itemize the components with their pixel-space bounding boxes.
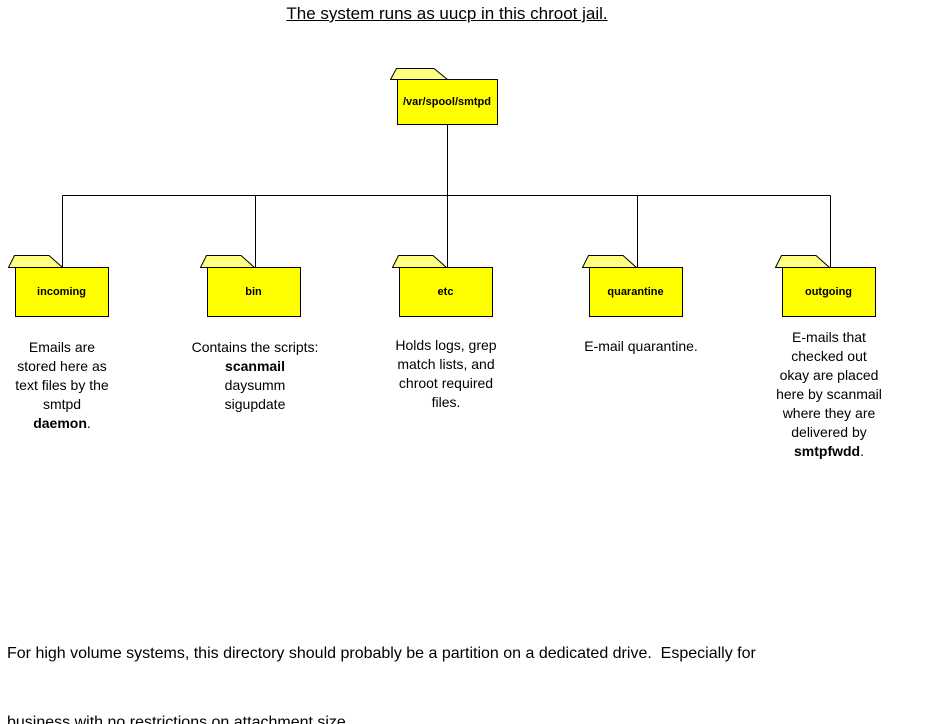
desc-line: okay are placed (779, 367, 879, 383)
folder-quarantine-label: quarantine (607, 286, 664, 298)
folder-outgoing: outgoing (775, 254, 876, 317)
desc-line: checked out (791, 348, 867, 364)
folder-icon (392, 255, 493, 317)
desc-line: where they are (782, 405, 876, 421)
desc-line-bold: scanmail (225, 358, 285, 374)
folder-incoming-label: incoming (37, 286, 86, 298)
desc-line: E-mails that (792, 329, 866, 345)
folder-root-label: /var/spool/smtpd (402, 96, 492, 108)
desc-line: sigupdate (224, 396, 286, 412)
desc-line: smtpd (42, 396, 82, 412)
desc-line: daysumm (224, 377, 286, 393)
desc-line-bold: daemon (33, 415, 87, 431)
footer-note: For high volume systems, this directory … (7, 596, 756, 724)
folder-bin-label: bin (245, 286, 262, 298)
desc-line: Emails are (28, 339, 96, 355)
desc-line: Contains the scripts: (191, 339, 319, 355)
desc-line: Holds logs, grep (395, 337, 497, 353)
folder-root: /var/spool/smtpd (390, 67, 498, 125)
desc-etc: Holds logs, grep match lists, and chroot… (376, 336, 516, 412)
page-title: The system runs as uucp in this chroot j… (286, 4, 608, 23)
desc-outgoing: E-mails that checked out okay are placed… (759, 328, 899, 461)
desc-line: daemon. (0, 414, 127, 433)
folder-outgoing-label: outgoing (804, 286, 853, 298)
desc-incoming: Emails are stored here as text files by … (0, 338, 127, 433)
desc-line-tail: . (860, 443, 864, 459)
desc-line: E-mail quarantine. (584, 338, 698, 354)
desc-line: files. (431, 394, 461, 410)
desc-quarantine: E-mail quarantine. (566, 337, 716, 356)
folder-etc: etc (392, 254, 493, 317)
folder-incoming: incoming (8, 254, 109, 317)
folder-icon (582, 255, 683, 317)
folder-etc-label: etc (437, 286, 454, 298)
desc-line: text files by the (15, 377, 109, 393)
footer-line: business with no restrictions on attachm… (7, 714, 351, 724)
folder-icon (8, 255, 109, 317)
folder-bin: bin (200, 254, 301, 317)
folder-quarantine: quarantine (582, 254, 683, 317)
desc-line: scanmail (185, 357, 325, 376)
folder-icon (775, 255, 876, 317)
desc-bin: Contains the scripts: scanmail daysumm s… (185, 338, 325, 414)
desc-line: chroot required (398, 375, 494, 391)
desc-line: here by scanmail (776, 386, 882, 402)
desc-line: smtpfwdd. (759, 442, 899, 461)
folder-icon (390, 68, 498, 125)
desc-line: match lists, and (397, 356, 495, 372)
folder-icon (200, 255, 301, 317)
footer-line: For high volume systems, this directory … (7, 645, 756, 662)
desc-line-bold: smtpfwdd (794, 443, 861, 459)
desc-line: delivered by (791, 424, 867, 440)
desc-line-tail: . (86, 415, 91, 431)
desc-line: stored here as (17, 358, 107, 374)
